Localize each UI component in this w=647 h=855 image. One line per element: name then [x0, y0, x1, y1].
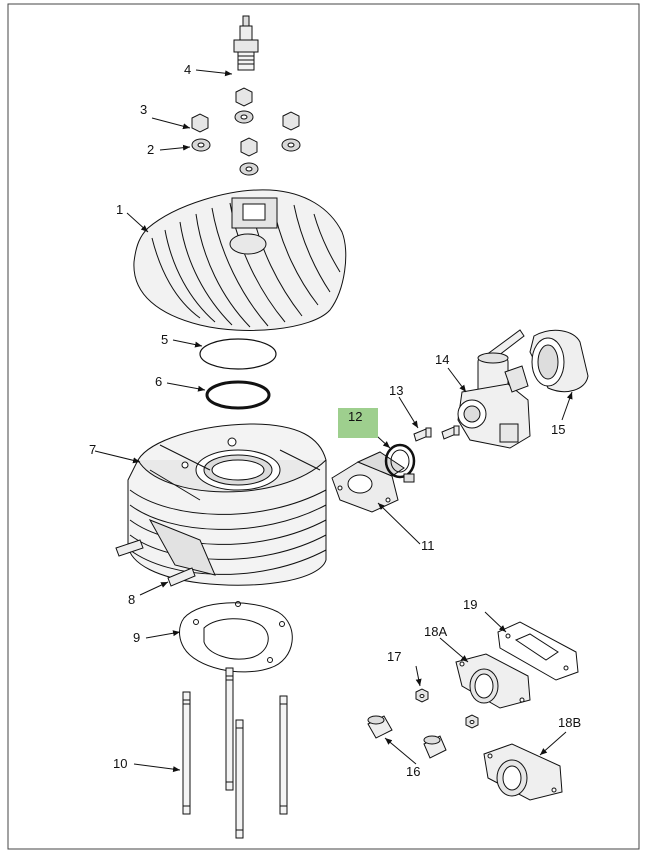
- label-part-3: 3: [140, 102, 148, 117]
- label-part-10: 10: [113, 756, 128, 771]
- bushings: [367, 715, 447, 759]
- label-part-6: 6: [155, 374, 163, 389]
- small-nuts: [415, 688, 479, 729]
- label-part-5: 5: [161, 332, 169, 347]
- label-part-9: 9: [133, 630, 141, 645]
- label-part-19: 19: [463, 597, 478, 612]
- long-studs: [182, 667, 288, 839]
- cylinder: [127, 423, 327, 586]
- label-part-11: 11: [421, 538, 435, 553]
- intake-manifold-18b: [483, 743, 563, 801]
- label-part-17: 17: [387, 649, 402, 664]
- label-part-12: 12: [348, 409, 363, 424]
- carburetor: [457, 329, 531, 449]
- label-part-18b: 18B: [558, 715, 582, 730]
- diagram-border: [7, 3, 640, 850]
- cylinder-studs: [115, 539, 196, 587]
- head-gasket: [199, 338, 277, 370]
- label-part-1: 1: [116, 202, 124, 217]
- label-part-7: 7: [89, 442, 97, 457]
- manifold-gasket: [497, 621, 579, 681]
- o-ring: [205, 380, 271, 410]
- screws: [413, 425, 460, 442]
- highlight-part-12: [338, 408, 378, 438]
- label-part-2: 2: [147, 142, 155, 157]
- nuts-and-washers: [191, 87, 301, 176]
- label-part-16: 16: [406, 764, 421, 779]
- label-part-4: 4: [184, 62, 192, 77]
- label-part-14: 14: [435, 352, 450, 367]
- label-part-8: 8: [128, 592, 136, 607]
- label-part-18a: 18A: [424, 624, 448, 639]
- intake-manifold-18a: [455, 653, 531, 709]
- label-part-15: 15: [551, 422, 566, 437]
- base-gasket: [179, 601, 293, 673]
- air-filter-adapter: [529, 329, 589, 392]
- label-part-13: 13: [389, 383, 404, 398]
- leader-lines: [94, 69, 573, 773]
- cylinder-head: [133, 189, 347, 331]
- intake-flange: [331, 451, 405, 513]
- spark-plug: [233, 15, 259, 71]
- hose-clamp: [384, 443, 416, 483]
